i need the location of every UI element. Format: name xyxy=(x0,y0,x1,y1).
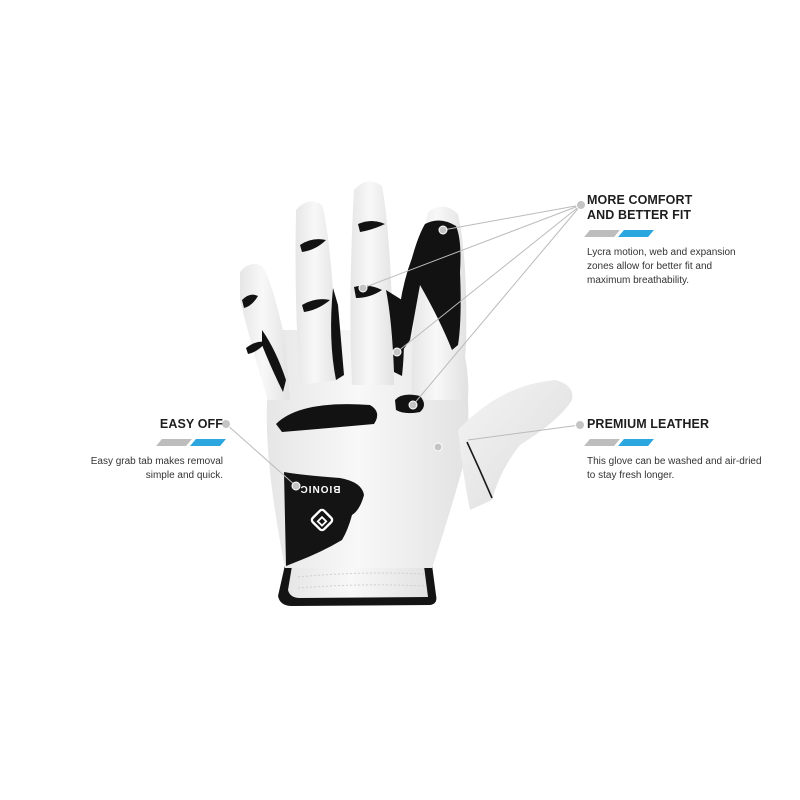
callout-description: Lycra motion, web and expansion zones al… xyxy=(587,247,736,286)
comfort-point-web xyxy=(392,347,402,357)
brand-label: BIONIC xyxy=(300,483,341,494)
leather-anchor-dot xyxy=(575,420,585,430)
blue-accent-bar xyxy=(618,230,654,237)
callout-easy-off: EASY OFF Easy grab tab makes removal sim… xyxy=(90,417,226,483)
callout-title: PREMIUM LEATHER xyxy=(587,417,710,431)
gray-accent-bar xyxy=(584,230,620,237)
glove-cuff xyxy=(278,565,437,606)
callout-dots xyxy=(221,200,586,491)
easy-off-point xyxy=(291,481,301,491)
callout-premium-leather: PREMIUM LEATHER This glove can be washed… xyxy=(584,417,762,483)
comfort-anchor-dot xyxy=(576,200,586,210)
blue-accent-bar xyxy=(190,439,226,446)
accent-bars xyxy=(584,230,736,237)
callout-description: Easy grab tab makes removal simple and q… xyxy=(90,456,223,481)
callout-title: EASY OFF xyxy=(159,417,223,431)
comfort-point-palm xyxy=(408,400,418,410)
gray-accent-bar xyxy=(156,439,192,446)
callout-title: AND BETTER FIT xyxy=(587,208,692,222)
leather-point xyxy=(433,442,443,452)
accent-bars xyxy=(584,439,762,446)
easy-off-grab-tab: BIONIC xyxy=(284,472,364,566)
lycra-zones xyxy=(242,220,461,432)
callout-description: This glove can be washed and air-dried t… xyxy=(587,456,762,481)
blue-accent-bar xyxy=(618,439,654,446)
gray-accent-bar xyxy=(584,439,620,446)
leader-lines xyxy=(225,204,582,487)
callout-title: MORE COMFORT xyxy=(587,193,693,207)
comfort-point-middle xyxy=(358,283,368,293)
bionic-logo-icon xyxy=(310,508,334,532)
accent-bars xyxy=(91,439,226,446)
comfort-point-index xyxy=(438,225,448,235)
easy-off-anchor-dot xyxy=(221,419,231,429)
callout-comfort: MORE COMFORT AND BETTER FIT Lycra motion… xyxy=(584,193,736,288)
